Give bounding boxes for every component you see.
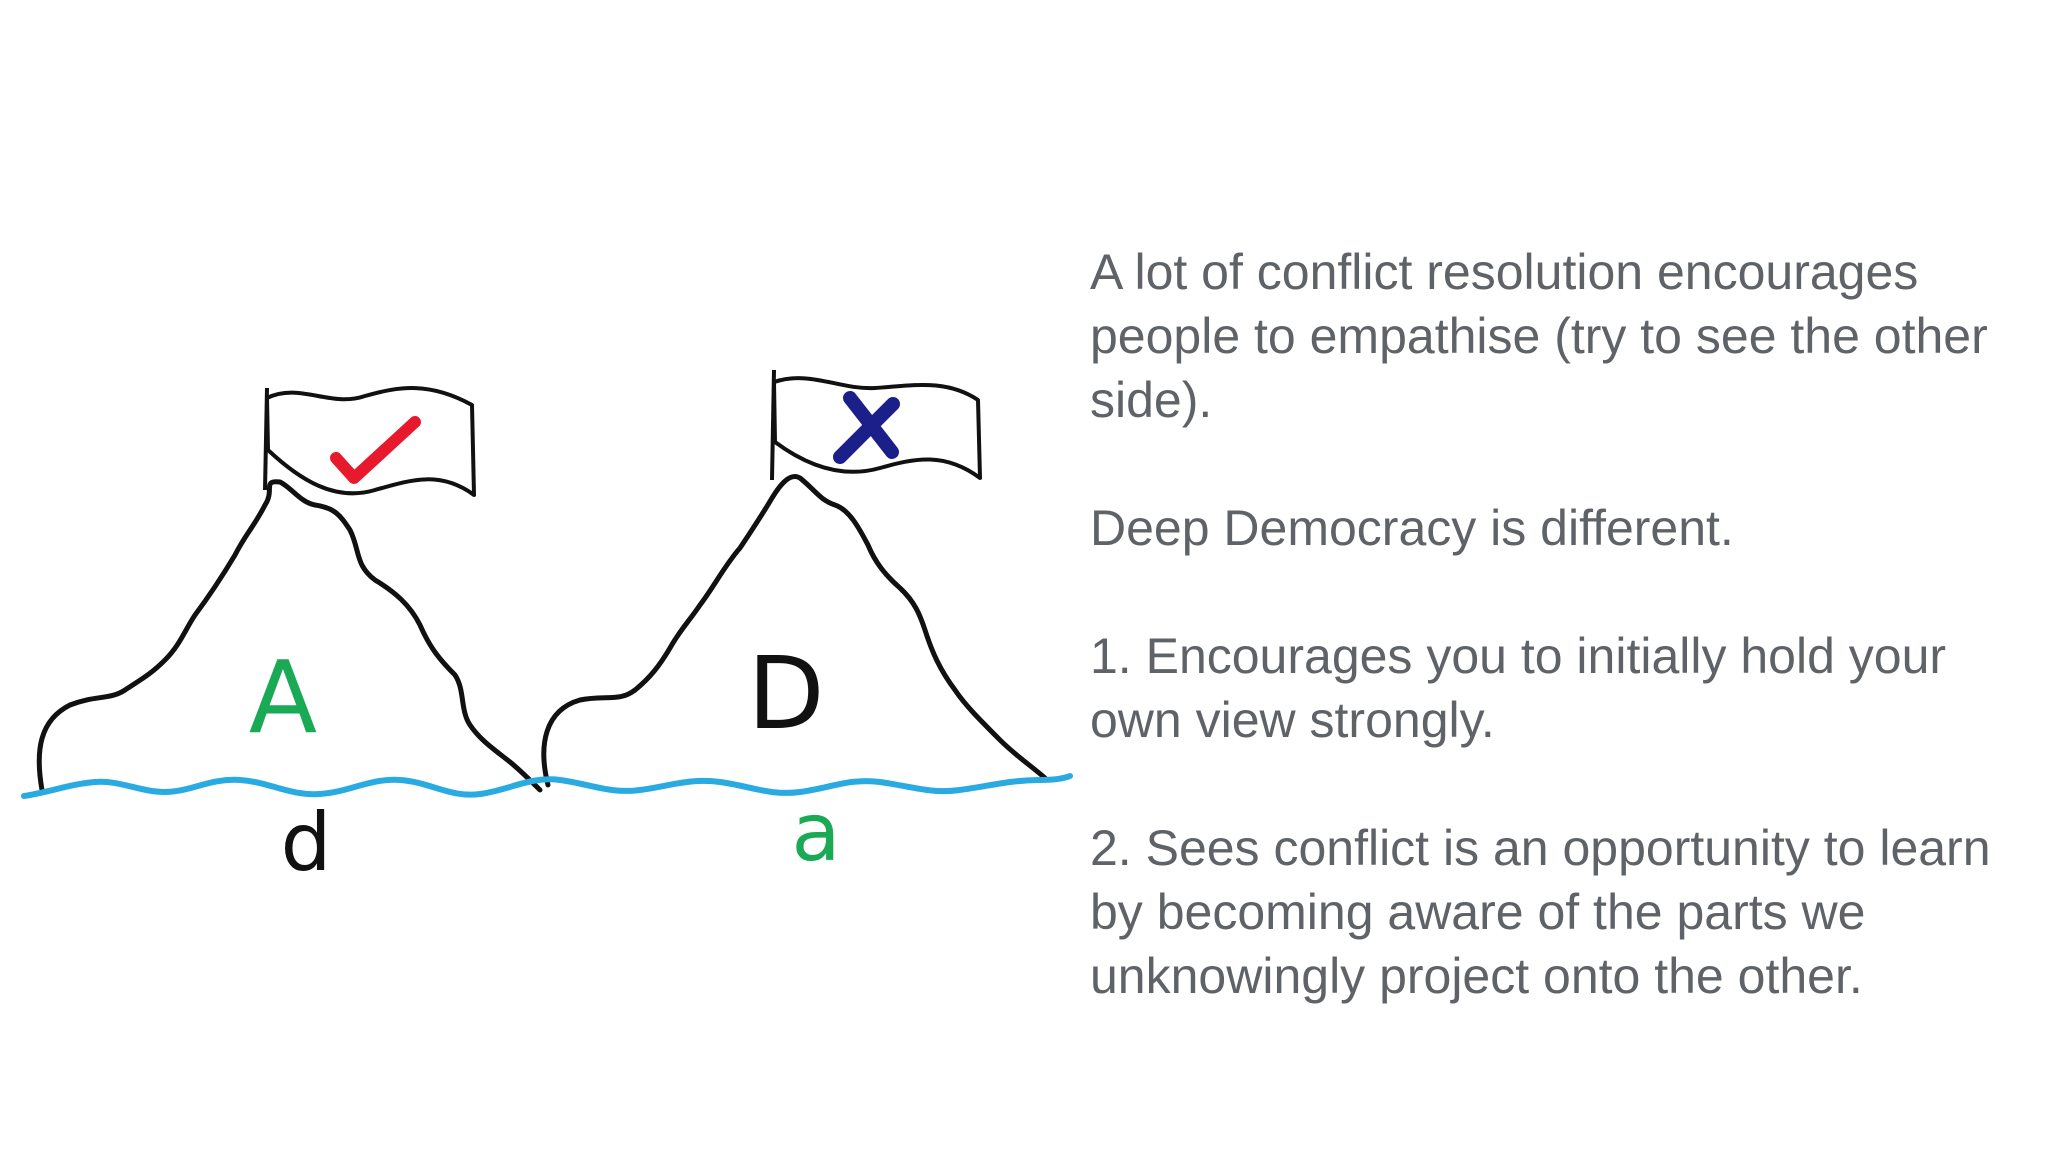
paragraph-deep-democracy: Deep Democracy is different. [1090,496,2030,560]
left-flag-cloth [267,388,474,495]
paragraph-empathise: A lot of conflict resolution encourages … [1090,240,2030,432]
iceberg-illustration: A D d a [0,330,1090,930]
left-underwater-label: d [281,796,332,889]
right-mountain-label: D [747,635,824,752]
slide-text: A lot of conflict resolution encourages … [1090,240,2030,1008]
paragraph-point-1: 1. Encourages you to initially hold your… [1090,624,2030,752]
paragraph-point-2: 2. Sees conflict is an opportunity to le… [1090,816,2030,1008]
left-mountain-label: A [249,639,317,756]
right-underwater-label: a [791,786,840,879]
